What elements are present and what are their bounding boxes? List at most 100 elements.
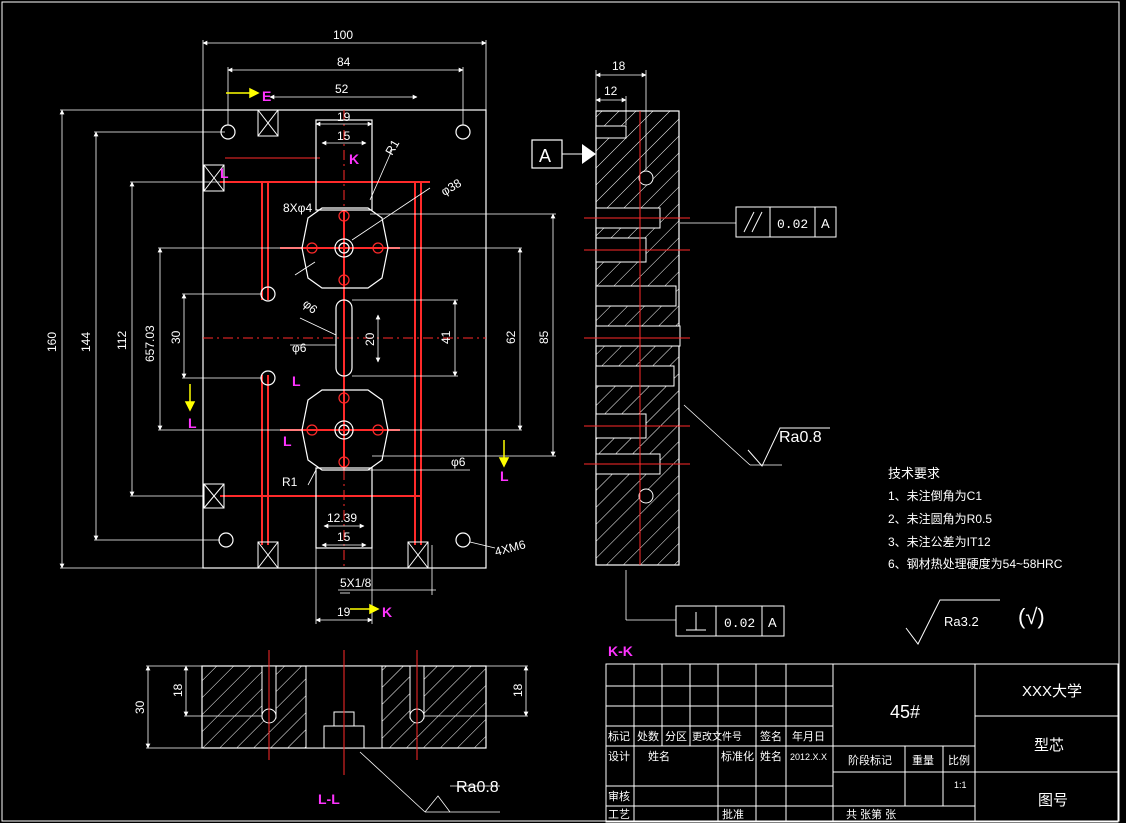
design-label: 设计 [608, 750, 630, 763]
top-view: 100 84 52 19 15 160 144 112 657.03 30 20… [45, 28, 556, 624]
dim-30: 30 [169, 330, 183, 344]
dim-r1-bottom: R1 [282, 475, 298, 489]
section-arrows [184, 87, 510, 615]
section-markers: E K K L L L L L [188, 88, 509, 620]
sheets-label: 共 张第 张 [846, 807, 896, 821]
section-k-k-label: K-K [608, 643, 633, 659]
note-4: 6、钢材热处理硬度为54~58HRC [888, 556, 1063, 571]
cross-boxes [203, 109, 429, 569]
note-2: 2、未注圆角为R0.5 [888, 511, 992, 526]
marker-k-bottom: K [382, 604, 392, 620]
school-name: XXX大学 [1022, 683, 1082, 700]
side-view: 18 12 A 0.02 A 0.02 A [531, 59, 837, 637]
dim-144: 144 [79, 332, 93, 352]
notes-title: 技术要求 [888, 466, 940, 481]
technical-notes: 技术要求 1、未注倒角为C1 2、未注圆角为R0.5 3、未注公差为IT12 6… [888, 466, 1063, 571]
note-3: 3、未注公差为IT12 [888, 534, 991, 549]
channel-lines [203, 110, 486, 568]
dim-15-bottom: 15 [337, 530, 351, 544]
dim-5x1-8: 5X1/8 [340, 576, 372, 590]
design-date: 2012.X.X [790, 752, 827, 762]
dim-d6-c: φ6 [451, 455, 466, 469]
dim-d6-b: φ6 [292, 341, 307, 355]
roughness-side-value: Ra0.8 [779, 429, 822, 446]
header-mark: 标记 [608, 729, 630, 743]
dim-19: 19 [337, 110, 351, 124]
marker-l-3: L [283, 433, 292, 449]
standard-name: 姓名 [760, 749, 782, 763]
general-roughness-value: Ra3.2 [944, 614, 979, 629]
bottom-dim-30: 30 [133, 700, 147, 714]
bottom-dim-18-left: 18 [171, 683, 185, 697]
section-l-l: 30 18 18 Ra0.8 L-L [133, 650, 529, 813]
parallel-value: 0.02 [777, 217, 808, 232]
marker-e: E [262, 88, 271, 104]
dim-112: 112 [115, 331, 129, 350]
section-l-l-label: L-L [318, 791, 340, 807]
dim-62: 62 [504, 330, 518, 344]
header-zone: 分区 [665, 730, 687, 743]
dim-12-39: 12.39 [327, 511, 357, 525]
marker-k-top: K [349, 151, 359, 167]
lower-cavity [301, 389, 389, 549]
marker-l-2: L [188, 415, 197, 431]
marker-l-1: L [292, 373, 301, 389]
parallel-tolerance-frame [735, 206, 837, 238]
side-dimension-lines [595, 70, 782, 621]
roughness-bottom-value: Ra0.8 [456, 779, 499, 796]
dim-84: 84 [337, 55, 351, 69]
header-signature: 签名 [760, 729, 782, 743]
title-block-texts: 45# XXX大学 型芯 图号 标记 处数 分区 更改文件号 签名 年月日 设计… [608, 683, 1082, 821]
runner-slot [335, 299, 353, 377]
parallel-datum: A [821, 216, 830, 231]
scale-value: 1:1 [954, 780, 967, 790]
dim-160: 160 [45, 332, 59, 352]
review-label: 审核 [608, 789, 630, 803]
header-count: 处数 [637, 730, 659, 743]
standard-label: 标准化 [721, 749, 754, 763]
roughness-side-symbol [747, 427, 830, 467]
process-label: 工艺 [608, 808, 630, 821]
dim-41: 41 [439, 330, 453, 344]
dim-100: 100 [333, 28, 353, 42]
datum-a-label: A [539, 146, 551, 166]
side-centerlines [584, 111, 690, 565]
marker-l-4: L [500, 468, 509, 484]
dim-85: 85 [537, 330, 551, 344]
side-dim-18: 18 [612, 59, 626, 73]
dim-65703: 657.03 [143, 325, 157, 362]
dim-4xm6: 4XM6 [493, 537, 527, 559]
marker-l-5: L [220, 165, 229, 181]
design-name: 姓名 [648, 749, 670, 763]
drawing-number-label: 图号 [1038, 792, 1068, 809]
dimension-lines [59, 40, 556, 624]
side-dim-12: 12 [604, 84, 618, 98]
material: 45# [890, 702, 920, 722]
perp-value: 0.02 [724, 616, 755, 631]
header-date: 年月日 [792, 729, 825, 743]
perp-datum: A [768, 615, 777, 630]
dim-d6-a: φ6 [300, 297, 320, 317]
dim-20: 20 [363, 332, 377, 346]
perpendicular-tolerance-frame [675, 605, 785, 637]
dim-15: 15 [337, 129, 351, 143]
header-change-doc: 更改文件号 [692, 730, 742, 743]
bottom-dim-18-right: 18 [511, 683, 525, 697]
part-name: 型芯 [1034, 737, 1064, 754]
approve-label: 批准 [722, 807, 744, 821]
scale-label: 比例 [948, 753, 970, 767]
weight-label: 重量 [912, 753, 934, 767]
datum-a: A [531, 139, 596, 169]
dim-52: 52 [335, 82, 349, 96]
dim-8xd4: 8Xφ4 [283, 201, 312, 215]
title-block [605, 663, 1119, 823]
note-1: 1、未注倒角为C1 [888, 488, 982, 503]
dimension-texts: 100 84 52 19 15 160 144 112 657.03 30 20… [45, 28, 551, 619]
other-surfaces-symbol: (√) [1018, 604, 1045, 629]
stage-mark-label: 阶段标记 [848, 753, 892, 767]
dim-r1-top: R1 [382, 137, 402, 158]
dim-d38: φ38 [439, 176, 465, 199]
general-roughness: Ra3.2 (√) [905, 599, 1045, 645]
